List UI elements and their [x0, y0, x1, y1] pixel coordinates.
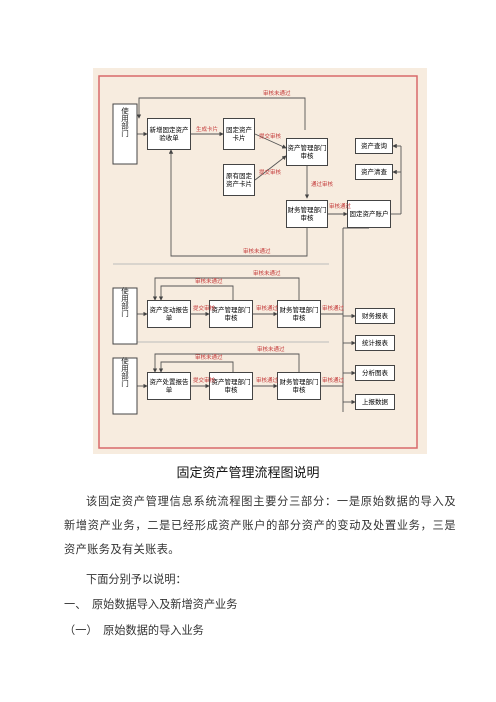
label-review-failed: 审核未通过 — [195, 353, 223, 361]
box-new-asset-receipt: 新增固定资产验收单 — [147, 118, 191, 150]
box-finance-dept-review-3: 财务管理部门审核 — [277, 372, 321, 400]
box-analysis-chart: 分析图表 — [355, 365, 395, 381]
label-review-failed: 审核未通过 — [243, 247, 271, 255]
flowchart-figure: 使用部门 使用部门 使用部门 新增固定资产验收单 固定资产卡片 原有固定资产卡片… — [93, 68, 427, 454]
box-asset-inventory: 资产清查 — [355, 164, 393, 180]
label-review-passed: 审核通过 — [256, 304, 279, 312]
label-submit-review: 提交审核 — [193, 304, 216, 312]
box-asset-dept-review-2: 资产管理部门审核 — [209, 300, 253, 328]
subsection-heading-1: （一） 原始数据的导入业务 — [64, 624, 204, 637]
box-finance-dept-review: 财务管理部门审核 — [286, 200, 328, 228]
box-statistical-report: 统计报表 — [355, 335, 395, 351]
label-submit-review: 提交审核 — [259, 168, 282, 176]
label-review-failed: 审核未通过 — [195, 277, 223, 285]
figure-caption: 固定资产管理流程图说明 — [176, 466, 320, 481]
user-dept-box-top: 使用部门 — [112, 103, 138, 165]
label-generate-card: 生成卡片 — [196, 125, 218, 133]
box-report-data: 上报数据 — [355, 394, 395, 410]
label-pass-review: 通过审核 — [311, 180, 334, 188]
box-asset-card: 固定资产卡片 — [223, 118, 255, 150]
label-submit-review: 提交审核 — [259, 132, 282, 140]
label-review-passed: 审核通过 — [322, 376, 345, 384]
explanation-lead: 下面分别予以说明： — [86, 573, 187, 586]
user-dept-box-bottom: 使用部门 — [112, 356, 138, 415]
user-dept-label: 使用部门 — [120, 286, 129, 319]
figure-border — [98, 75, 418, 449]
box-asset-dept-review-3: 资产管理部门审核 — [209, 372, 253, 400]
box-financial-report: 财务报表 — [355, 308, 395, 324]
box-finance-dept-review-2: 财务管理部门审核 — [277, 300, 321, 328]
intro-paragraph: 该固定资产管理信息系统流程图主要分三部分：一是原始数据的导入及新增资产业务，二是… — [64, 495, 456, 556]
box-asset-query: 资产查询 — [355, 138, 393, 154]
user-dept-label: 使用部门 — [120, 356, 129, 389]
box-asset-change-report: 资产变动报告单 — [147, 300, 191, 328]
edge-labels: 生成卡片 提交审核 提交审核 通过审核 审核通过 审核未通过 审核未通过 提交审… — [193, 89, 352, 384]
label-review-failed: 审核未通过 — [263, 89, 291, 97]
label-review-failed: 审核未通过 — [257, 345, 285, 353]
label-review-failed: 审核未通过 — [253, 269, 281, 277]
label-review-passed: 审核通过 — [329, 202, 352, 210]
box-fixed-asset-account: 固定资产账户 — [347, 200, 391, 228]
user-dept-label: 使用部门 — [120, 106, 129, 139]
user-dept-box-mid: 使用部门 — [112, 286, 138, 345]
box-asset-dept-review: 资产管理部门审核 — [286, 138, 328, 166]
box-asset-disposal-report: 资产处置报告单 — [147, 372, 191, 400]
asset-management-flowchart: 使用部门 使用部门 使用部门 新增固定资产验收单 固定资产卡片 原有固定资产卡片… — [98, 75, 418, 449]
section-heading-1: 一、 原始数据导入及新增资产业务 — [64, 598, 238, 611]
label-review-passed: 审核通过 — [256, 376, 279, 384]
label-submit-review: 提交审核 — [193, 376, 216, 384]
label-review-passed: 审核通过 — [322, 304, 345, 312]
connectors — [113, 97, 402, 412]
box-original-asset-card: 原有固定资产卡片 — [223, 164, 255, 196]
